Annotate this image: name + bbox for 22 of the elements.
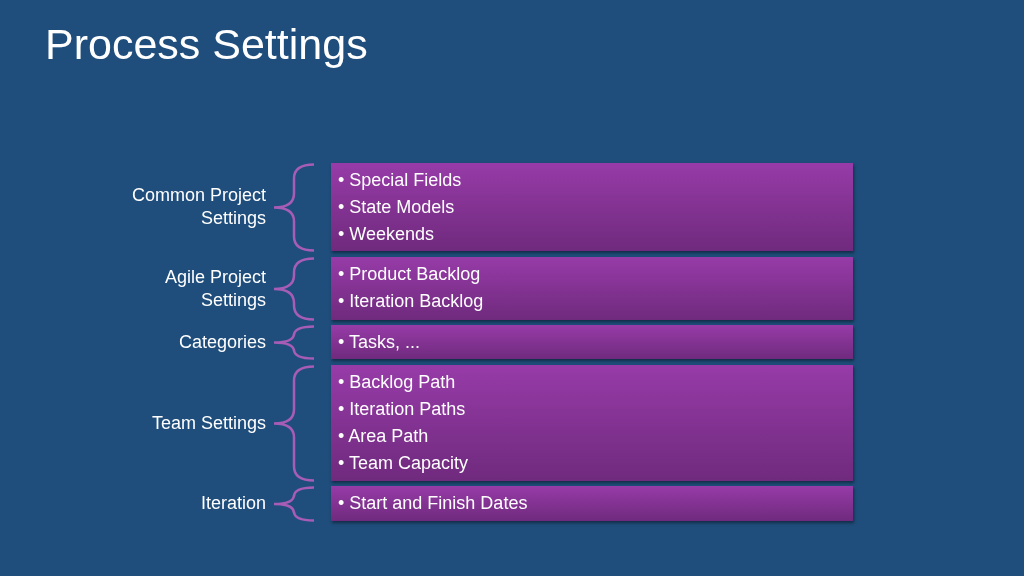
list-item: • Special Fields <box>338 169 462 192</box>
group-label: Team Settings <box>150 411 266 435</box>
group-label: Agile Project Settings <box>163 265 266 312</box>
bullet-list-panel <box>331 365 853 481</box>
group-label: Categories <box>177 330 266 354</box>
group-label: Common Project Settings <box>130 184 266 230</box>
bullet-list-panel <box>331 163 853 251</box>
bullet-list-panel <box>331 486 853 521</box>
list-item: • Tasks, ... <box>338 331 420 354</box>
list-item: • Iteration Paths <box>338 398 466 421</box>
slide-title: Process Settings <box>45 19 368 70</box>
list-item: • Weekends <box>338 223 435 246</box>
bullet-list-panel <box>331 257 853 320</box>
list-item: • Start and Finish Dates <box>338 492 528 515</box>
list-item: • State Models <box>338 196 455 219</box>
list-item: • Iteration Backlog <box>338 290 484 313</box>
list-item: • Team Capacity <box>338 452 469 475</box>
group-label: Iteration <box>199 492 266 515</box>
bullet-list-panel <box>331 325 853 359</box>
list-item: • Product Backlog <box>338 263 481 286</box>
list-item: • Backlog Path <box>338 371 456 394</box>
list-item: • Area Path <box>338 425 429 448</box>
